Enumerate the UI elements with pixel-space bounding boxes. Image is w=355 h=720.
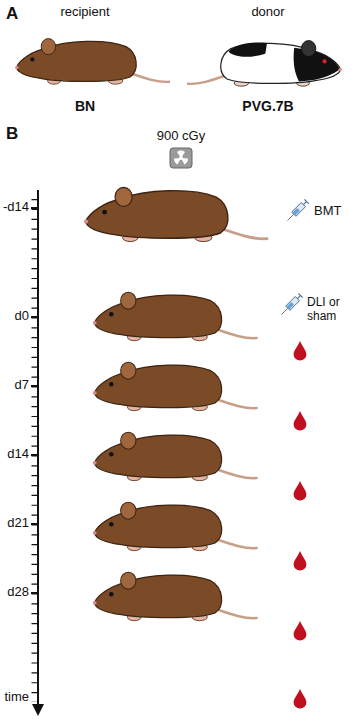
blood-drop <box>294 551 307 571</box>
syringe-icon <box>285 199 308 222</box>
donor-rat <box>188 41 342 87</box>
blood-drop <box>294 689 307 709</box>
role-label: recipient <box>60 5 109 20</box>
procedure-label: DLI or sham <box>307 296 352 324</box>
rat-bmt <box>84 187 267 241</box>
strain-label: PVG.7B <box>242 98 293 114</box>
strain-label: BN <box>75 98 95 114</box>
rat-d7 <box>93 362 257 410</box>
blood-drop <box>294 621 307 641</box>
day-label: -d14 <box>3 200 29 215</box>
blood-drop <box>294 481 307 501</box>
rat-d14 <box>93 432 257 480</box>
rat-d28 <box>93 572 257 620</box>
day-label: d28 <box>7 585 29 600</box>
rat-d0 <box>93 292 257 340</box>
day-label: d0 <box>15 309 29 324</box>
procedure-label: BMT <box>314 204 341 219</box>
panel-letter: B <box>6 124 18 144</box>
timeline-axis <box>31 190 44 716</box>
day-label: d14 <box>7 447 29 462</box>
rat-d21 <box>93 502 257 550</box>
blood-drop <box>294 411 307 431</box>
radiation-symbol <box>170 148 192 168</box>
day-label: d7 <box>15 378 29 393</box>
syringe-icon <box>279 293 302 316</box>
panel-letter: A <box>6 4 18 24</box>
dose-label: 900 cGy <box>157 129 205 144</box>
role-label: donor <box>251 5 284 20</box>
axis-label: time <box>4 690 29 705</box>
day-label: d21 <box>7 516 29 531</box>
recipient-rat <box>15 39 169 85</box>
blood-drop <box>294 341 307 361</box>
